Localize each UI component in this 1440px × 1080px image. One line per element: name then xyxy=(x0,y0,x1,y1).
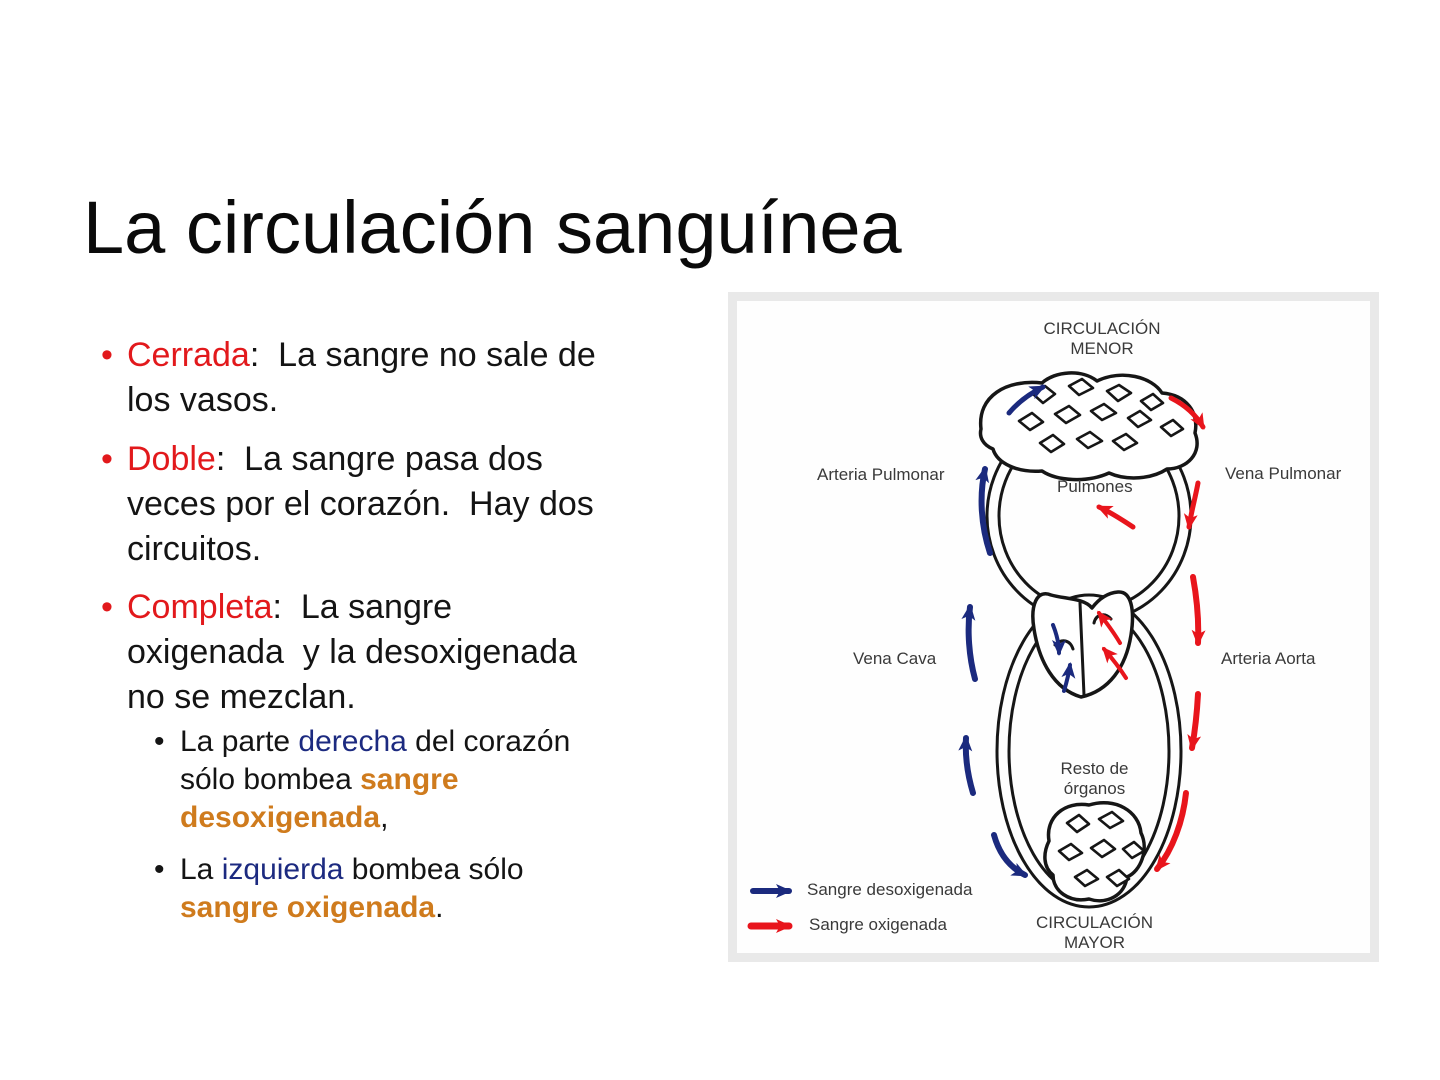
bullet-line: La parte derecha del corazón xyxy=(180,723,570,761)
bullet-line: los vasos. xyxy=(127,378,596,423)
bullet-text-segment: bombea sólo xyxy=(343,853,524,886)
bullet-line: desoxigenada, xyxy=(180,799,570,837)
bullet-text-segment: sangre xyxy=(360,763,459,796)
bullet-text-segment: oxigenada y la desoxigenada xyxy=(127,633,577,671)
label-vena-cava: Vena Cava xyxy=(853,649,937,668)
organs-capillary-bed xyxy=(1043,801,1146,903)
slide-title: La circulación sanguínea xyxy=(83,185,902,269)
bullet-marker: • xyxy=(154,853,165,886)
label-arteria-pulmonar: Arteria Pulmonar xyxy=(817,465,945,484)
bullet-line: veces por el corazón. Hay dos xyxy=(127,482,594,527)
bullet-text-segment: La parte xyxy=(180,725,299,758)
heart-shape xyxy=(1031,590,1135,699)
label-circulacion-mayor-line2: MAYOR xyxy=(1063,933,1126,952)
bullet-text-segment: los vasos. xyxy=(127,381,279,419)
label-pulmones: Pulmones xyxy=(1057,477,1133,496)
oxygenated-flow-arrows xyxy=(1096,395,1206,872)
legend-label-oxygenated: Sangre oxigenada xyxy=(809,915,948,934)
bullet-text-segment: . xyxy=(435,891,444,924)
bullet-text-segment: : La sangre xyxy=(272,588,453,626)
label-circulacion-menor: CIRCULACIÓN MENOR xyxy=(1027,319,1177,359)
label-circulacion-menor-line1: CIRCULACIÓN xyxy=(1043,319,1161,338)
bullet-text-segment: : La sangre pasa dos xyxy=(215,440,543,478)
bullet-text-segment: derecha xyxy=(298,725,407,758)
legend-label-deoxygenated: Sangre desoxigenada xyxy=(807,880,973,899)
bullet-text-segment: circuitos. xyxy=(127,530,262,568)
bullet-line: La izquierda bombea sólo xyxy=(180,851,524,889)
label-resto-line2: órganos xyxy=(1063,779,1126,798)
bullet-text-segment: La xyxy=(180,853,222,886)
label-arteria-aorta: Arteria Aorta xyxy=(1221,649,1316,668)
bullet-line: circuitos. xyxy=(127,527,594,572)
bullet-text-segment: , xyxy=(380,801,389,834)
bullet-line: sólo bombea sangre xyxy=(180,761,570,799)
bullet-text-segment: sangre oxigenada xyxy=(180,891,436,924)
lungs-capillary-bed xyxy=(978,371,1199,482)
bullet-text-segment: Cerrada xyxy=(127,336,250,374)
bullet-marker: • xyxy=(101,440,113,478)
bullet-line: no se mezclan. xyxy=(127,675,577,720)
bullet-text-segment: veces por el corazón. Hay dos xyxy=(127,485,594,523)
bullet-text-segment: sólo bombea xyxy=(180,763,361,796)
bullet-line: Cerrada: La sangre no sale de xyxy=(127,333,596,378)
label-resto-line1: Resto de xyxy=(1060,759,1129,778)
bullet-text-segment: no se mezclan. xyxy=(127,678,356,716)
bullet-marker: • xyxy=(101,588,113,626)
deoxygenated-flow-arrows xyxy=(958,384,1076,878)
bullet-line: Completa: La sangre xyxy=(127,585,577,630)
bullet-marker: • xyxy=(154,725,165,758)
bullet-marker: • xyxy=(101,336,113,374)
bullet-line: Doble: La sangre pasa dos xyxy=(127,437,594,482)
bullet-line: oxigenada y la desoxigenada xyxy=(127,630,577,675)
bullet-text-segment: Doble xyxy=(127,440,216,478)
label-resto-de-organos: Resto de órganos xyxy=(1042,759,1147,799)
bullet-text-segment: Completa xyxy=(127,588,273,626)
systemic-circuit-loop xyxy=(995,593,1183,909)
bullet-text-segment: : La sangre no sale de xyxy=(249,336,596,374)
bullet-text-segment: del corazón xyxy=(406,725,571,758)
diagram-panel: CIRCULACIÓN MENOR Arteria Pulmonar Pulmo… xyxy=(728,292,1379,962)
label-circulacion-mayor: CIRCULACIÓN MAYOR xyxy=(1022,913,1167,953)
label-vena-pulmonar: Vena Pulmonar xyxy=(1225,464,1342,483)
bullet-text-segment: izquierda xyxy=(221,853,344,886)
label-circulacion-menor-line2: MENOR xyxy=(1070,339,1134,358)
bullet-text-segment: desoxigenada xyxy=(180,801,381,834)
circulation-diagram xyxy=(747,371,1206,933)
label-circulacion-mayor-line1: CIRCULACIÓN xyxy=(1035,913,1154,932)
bullet-line: sangre oxigenada. xyxy=(180,889,524,927)
